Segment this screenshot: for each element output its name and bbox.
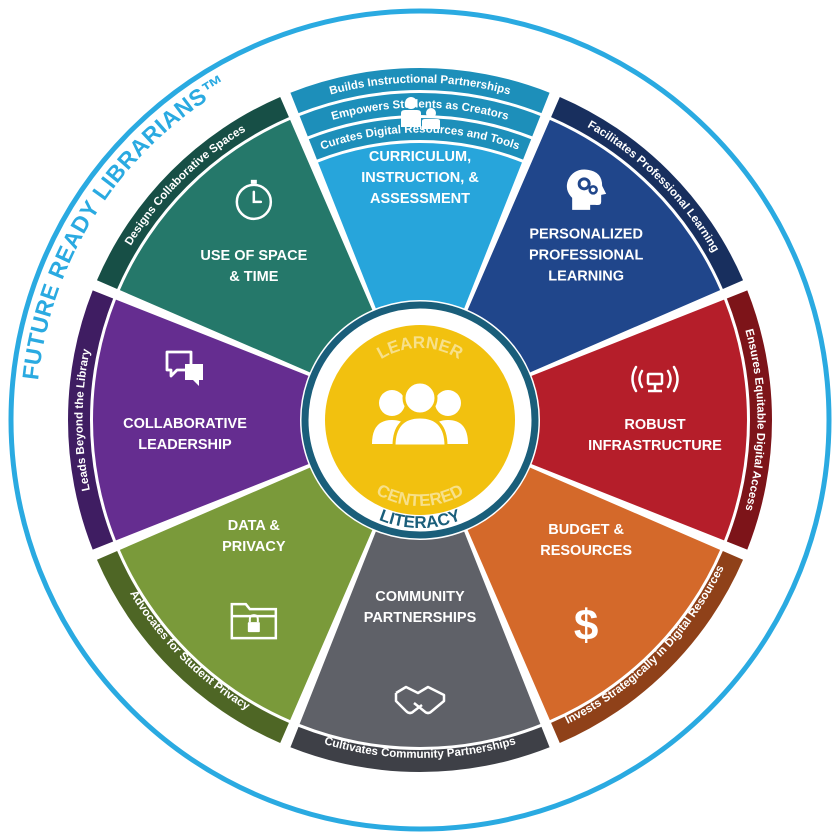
segment-wedge-curriculum xyxy=(318,142,522,309)
segment-band-space-0 xyxy=(96,96,289,289)
segment-wedge-leadership xyxy=(92,299,309,541)
handshake-icon xyxy=(394,685,446,715)
segment-band-community-0 xyxy=(290,726,550,772)
network-signal-icon xyxy=(631,365,679,393)
segment-wedge-budget xyxy=(467,467,721,721)
segment-community: Cultivates Community PartnershipsCOMMUNI… xyxy=(290,531,550,772)
segment-band-data-0 xyxy=(96,551,289,744)
segment-band-infrastructure-0 xyxy=(726,290,772,550)
segment-wedge-data xyxy=(119,467,373,721)
segments: Curates Digital Resources and ToolsEmpow… xyxy=(68,68,772,772)
segment-wedge-community xyxy=(299,531,541,748)
clock-icon xyxy=(235,179,273,221)
segment-band-professional-0 xyxy=(551,96,744,289)
outer-ring xyxy=(8,8,832,832)
segment-title-curriculum: CURRICULUM,INSTRUCTION, &ASSESSMENT xyxy=(361,149,479,207)
segment-band-curriculum-0 xyxy=(308,118,532,160)
segment-wedge-professional xyxy=(467,119,721,373)
svg-text:$: $ xyxy=(574,601,598,650)
segment-band-leadership-0 xyxy=(68,290,114,550)
segment-band-budget-0 xyxy=(551,551,744,744)
segment-title-space: USE OF SPACE& TIME xyxy=(200,248,307,285)
segment-title-data: DATA &PRIVACY xyxy=(222,518,286,555)
center-hub: LEARNER CENTERED LITERACY xyxy=(301,301,539,539)
segment-title-budget: BUDGET &RESOURCES xyxy=(540,522,632,559)
segment-band-curriculum-2 xyxy=(290,68,550,114)
segment-curriculum: Curates Digital Resources and ToolsEmpow… xyxy=(290,68,550,309)
segment-wedge-space xyxy=(119,119,373,373)
dollar-icon: $ xyxy=(574,601,598,650)
chat-bubbles-icon xyxy=(165,350,203,386)
teacher-student-icon xyxy=(401,97,440,129)
head-gears-icon xyxy=(566,169,607,210)
segment-wedge-infrastructure xyxy=(531,299,748,541)
learners-icon xyxy=(372,380,468,448)
locked-folder-icon xyxy=(230,602,278,640)
